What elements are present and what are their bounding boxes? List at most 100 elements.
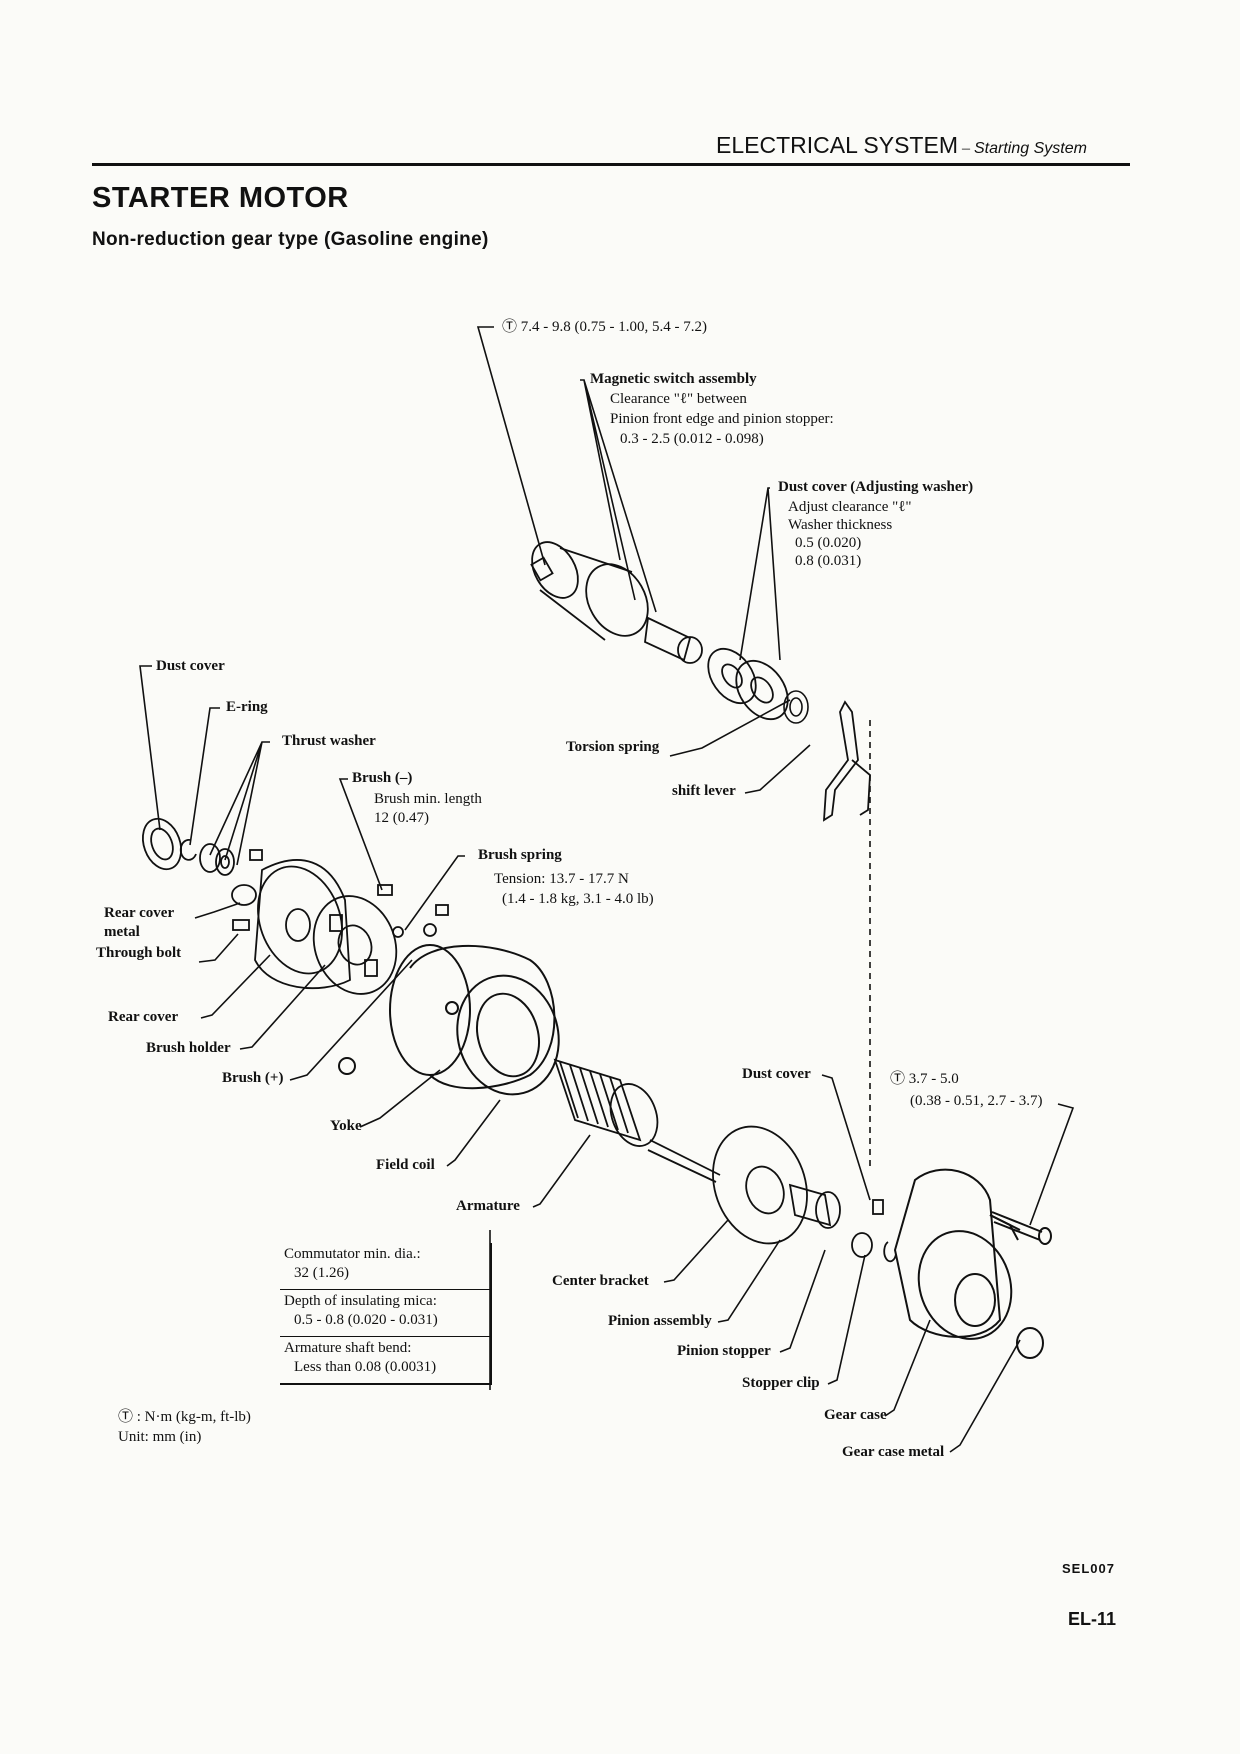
leader-yoke (359, 1069, 441, 1128)
leader-field-coil (446, 1099, 501, 1167)
label-thrust-washer: Thrust washer (282, 733, 376, 749)
shift-lever-drawing (822, 700, 871, 822)
label-dust-cover-adjusting: Dust cover (Adjusting washer) (778, 479, 974, 495)
torque-icon: Ⓣ (118, 1409, 134, 1425)
figure-code: SEL007 (1062, 1561, 1115, 1576)
magnetic-switch-drawing (530, 541, 703, 664)
label-pinion-stopper: Pinion stopper (677, 1343, 771, 1359)
leader-armature (532, 1134, 591, 1208)
section-subtitle: Non-reduction gear type (Gasoline engine… (92, 229, 489, 250)
label-through-bolt: Through bolt (96, 945, 182, 961)
legend-torque-units: Ⓣ : N·m (kg-m, ft-lb) (118, 1409, 251, 1425)
label-washer-thickness: Washer thickness (788, 517, 893, 533)
label-gear-case: Gear case (824, 1407, 887, 1423)
spec-label: Commutator min. dia.: (284, 1246, 421, 1262)
leader-dust-cover-rear (139, 665, 161, 831)
leader-magnetic-switch (580, 379, 657, 613)
header-dash: – (961, 140, 970, 157)
leader-torque-gear (1029, 1103, 1075, 1226)
label-brush-spring: Brush spring (478, 847, 562, 863)
leader-through-bolt (198, 933, 239, 963)
spec-shaft-bend: Armature shaft bend: Less than 0.08 (0.0… (280, 1337, 490, 1385)
label-stopper-clip: Stopper clip (742, 1375, 820, 1391)
label-brush-holder: Brush holder (146, 1040, 231, 1056)
header-subtitle: Starting System (973, 140, 1087, 157)
label-tension-line1: Tension: 13.7 - 17.7 N (494, 871, 629, 887)
label-brush-min-length: Brush min. length (374, 791, 482, 807)
leader-thrust-washer (209, 741, 270, 866)
label-field-coil: Field coil (376, 1157, 435, 1173)
leader-stopper-clip (827, 1254, 866, 1385)
label-dust-cover-rear: Dust cover (156, 658, 225, 674)
legend-units: Unit: mm (in) (118, 1429, 202, 1445)
spec-value: 0.5 - 0.8 (0.020 - 0.031) (294, 1312, 438, 1328)
label-torsion-spring: Torsion spring (566, 739, 660, 755)
label-brush-pos: Brush (+) (222, 1070, 284, 1086)
yoke-drawing (338, 944, 560, 1096)
leader-center-bracket (663, 1219, 729, 1283)
torsion-spring-drawing (783, 690, 809, 724)
leader-dust-cover-front (821, 1074, 871, 1201)
label-clearance-line2: Pinion front edge and pinion stopper: (610, 411, 834, 427)
spec-label: Armature shaft bend: (284, 1340, 412, 1356)
torque-icon: Ⓣ (890, 1071, 906, 1087)
leader-dust-cover-adjusting (739, 487, 781, 661)
page-number: EL-11 (1068, 1609, 1117, 1629)
gear-case-drawing (893, 1168, 1052, 1359)
leader-brush-spring (404, 855, 465, 931)
label-center-bracket: Center bracket (552, 1273, 649, 1289)
spec-commutator: Commutator min. dia.: 32 (1.26) (280, 1243, 490, 1290)
center-bracket-drawing (712, 1125, 808, 1245)
label-torque-switch: Ⓣ 7.4 - 9.8 (0.75 - 1.00, 5.4 - 7.2) (502, 319, 707, 335)
brush-holder-drawing (312, 884, 449, 995)
leader-brush-pos (289, 959, 413, 1081)
torque-icon: Ⓣ (502, 319, 518, 335)
label-torque-gear-line1: Ⓣ 3.7 - 5.0 (890, 1071, 959, 1087)
spec-label: Depth of insulating mica: (284, 1293, 437, 1309)
label-rear-cover-metal-line2: metal (104, 924, 140, 940)
leader-e-ring (189, 707, 220, 846)
page-header: ELECTRICAL SYSTEM – Starting System (716, 132, 1087, 159)
label-washer-1: 0.5 (0.020) (795, 535, 862, 551)
label-brush-neg: Brush (–) (352, 770, 413, 786)
label-washer-2: 0.8 (0.031) (795, 553, 862, 569)
rear-cover-drawing (232, 859, 351, 990)
section-title: STARTER MOTOR (92, 182, 349, 214)
leader-gear-case (884, 1319, 931, 1417)
label-e-ring: E-ring (226, 699, 268, 715)
pinion-parts-drawing (788, 1183, 897, 1263)
leader-rear-cover (200, 954, 271, 1019)
label-torque-gear-line2: (0.38 - 0.51, 2.7 - 3.7) (910, 1093, 1043, 1109)
header-title: ELECTRICAL SYSTEM (716, 132, 958, 158)
label-tension-line2: (1.4 - 1.8 kg, 3.1 - 4.0 lb) (502, 891, 654, 907)
label-brush-min-length-value: 12 (0.47) (374, 810, 429, 826)
armature-drawing (553, 1058, 721, 1183)
label-rear-cover: Rear cover (108, 1009, 179, 1025)
label-magnetic-switch: Magnetic switch assembly (590, 371, 757, 387)
leader-brush-neg (338, 778, 383, 891)
leader-torsion-spring (669, 699, 791, 757)
label-adjust-clearance: Adjust clearance "ℓ" (788, 499, 912, 515)
adjusting-washers-drawing (707, 647, 789, 720)
leader-gear-case-metal (949, 1339, 1021, 1453)
leader-torque-switch (476, 326, 546, 566)
leader-shift-lever (744, 744, 811, 794)
spec-value: Less than 0.08 (0.0031) (294, 1359, 437, 1375)
label-gear-case-metal: Gear case metal (842, 1444, 945, 1460)
label-shift-lever: shift lever (672, 783, 736, 799)
leader-brush-holder (239, 964, 326, 1050)
label-pinion-assembly: Pinion assembly (608, 1313, 712, 1329)
leader-rear-cover-metal (194, 902, 241, 919)
label-clearance-line3: 0.3 - 2.5 (0.012 - 0.098) (620, 431, 764, 447)
armature-spec-box: Commutator min. dia.: 32 (1.26) Depth of… (280, 1243, 492, 1385)
leader-pinion-assembly (717, 1239, 781, 1323)
rear-small-parts-drawing (141, 817, 263, 906)
label-armature: Armature (456, 1198, 520, 1214)
leader-pinion-stopper (779, 1249, 826, 1353)
header-rule (92, 163, 1130, 166)
label-rear-cover-metal-line1: Rear cover (104, 905, 175, 921)
label-yoke: Yoke (330, 1118, 362, 1134)
spec-mica-depth: Depth of insulating mica: 0.5 - 0.8 (0.0… (280, 1290, 490, 1337)
spec-value: 32 (1.26) (294, 1265, 349, 1281)
